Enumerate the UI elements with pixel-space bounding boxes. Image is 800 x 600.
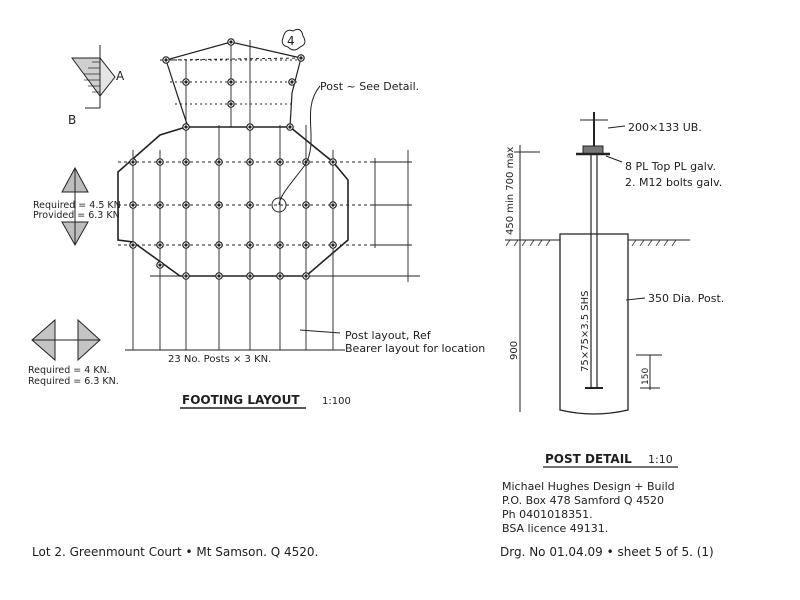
- post-marker-center: [248, 160, 252, 164]
- embed-dimension: 150: [641, 368, 651, 385]
- post-marker-center: [131, 203, 135, 207]
- post-marker-center: [278, 243, 282, 247]
- post-marker-center: [299, 56, 303, 60]
- post-marker-center: [248, 125, 252, 129]
- post-marker-center: [217, 243, 221, 247]
- post-marker-center: [229, 40, 233, 44]
- section-label-a: A: [116, 69, 125, 83]
- footing-layout-title: FOOTING LAYOUT: [182, 393, 300, 407]
- post-marker-center: [217, 203, 221, 207]
- post-marker-center: [229, 102, 233, 106]
- post-marker-center: [164, 58, 168, 62]
- designer-line-1: Michael Hughes Design + Build: [502, 480, 675, 493]
- post-marker-center: [304, 243, 308, 247]
- bearer-grid-vertical: [132, 40, 334, 350]
- post-detail-drawing: [505, 112, 690, 415]
- height-dimension: 450 min 700 max: [505, 147, 516, 235]
- designer-line-2: P.O. Box 478 Samford Q 4520: [502, 494, 664, 507]
- beam-label: 200×133 UB.: [628, 121, 702, 134]
- post-marker-center: [217, 274, 221, 278]
- post-detail-title: POST DETAIL: [545, 452, 632, 466]
- post-markers: [129, 38, 337, 280]
- layout-note-leader: [299, 329, 341, 334]
- designer-line-4: BSA licence 49131.: [502, 522, 608, 535]
- posts-count-note: 23 No. Posts × 3 KN.: [168, 354, 271, 365]
- post-marker-center: [217, 160, 221, 164]
- post-note-leader: [278, 85, 321, 206]
- horizontal-load-provided: Required = 6.3 KN.: [28, 376, 119, 387]
- post-marker-center: [290, 80, 294, 84]
- post-marker-center: [158, 160, 162, 164]
- post-marker-center: [158, 203, 162, 207]
- post-marker-center: [158, 263, 162, 267]
- post-marker-center: [331, 160, 335, 164]
- post-marker-center: [248, 274, 252, 278]
- plate-label-line-1: 8 PL Top PL galv.: [625, 160, 716, 173]
- section-label-b: B: [68, 113, 76, 127]
- post-marker-center: [158, 243, 162, 247]
- vertical-load-arrows: [61, 166, 89, 247]
- post-marker-center: [304, 274, 308, 278]
- post-see-detail-note: Post ~ See Detail.: [320, 80, 419, 93]
- pier-label: 350 Dia. Post.: [648, 292, 724, 305]
- drawing-number: Drg. No 01.04.09 • sheet 5 of 5. (1): [500, 545, 714, 559]
- post-marker-center: [184, 203, 188, 207]
- layout-note-line-1: Post layout, Ref: [345, 329, 432, 342]
- site-address: Lot 2. Greenmount Court • Mt Samson. Q 4…: [32, 545, 318, 559]
- post-marker-center: [229, 80, 233, 84]
- depth-dimension: 900: [509, 341, 520, 360]
- member-label: 75×75×3.5 SHS: [580, 290, 591, 372]
- vertical-load-provided: Provided = 6.3 KN: [33, 210, 120, 221]
- post-detail-scale: 1:10: [648, 453, 673, 466]
- post-marker-center: [278, 160, 282, 164]
- post-marker-center: [278, 274, 282, 278]
- revision-marker-number: 4: [287, 34, 295, 48]
- post-marker-center: [331, 203, 335, 207]
- post-marker-center: [304, 203, 308, 207]
- horizontal-load-arrows: [31, 318, 101, 362]
- layout-note-line-2: Bearer layout for location: [345, 342, 485, 355]
- dimension-lines: [125, 150, 412, 351]
- revision-marker: [281, 28, 306, 51]
- section-marker-ab: [71, 45, 116, 109]
- designer-line-3: Ph 0401018351.: [502, 508, 593, 521]
- post-marker-center: [184, 274, 188, 278]
- post-marker-center: [184, 243, 188, 247]
- post-marker-center: [288, 125, 292, 129]
- post-marker-center: [184, 80, 188, 84]
- post-marker-center: [248, 203, 252, 207]
- horizontal-load-required: Required = 4 KN.: [28, 365, 110, 376]
- post-marker-center: [331, 243, 335, 247]
- post-marker-center: [131, 243, 135, 247]
- plate-label-line-2: 2. M12 bolts galv.: [625, 176, 722, 189]
- footing-layout-scale: 1:100: [322, 396, 351, 407]
- post-marker-center: [184, 160, 188, 164]
- deck-outline: [117, 126, 349, 277]
- vertical-load-required: Required = 4.5 KN: [33, 200, 121, 211]
- post-marker-center: [184, 125, 188, 129]
- post-marker-center: [131, 160, 135, 164]
- post-marker-center: [248, 243, 252, 247]
